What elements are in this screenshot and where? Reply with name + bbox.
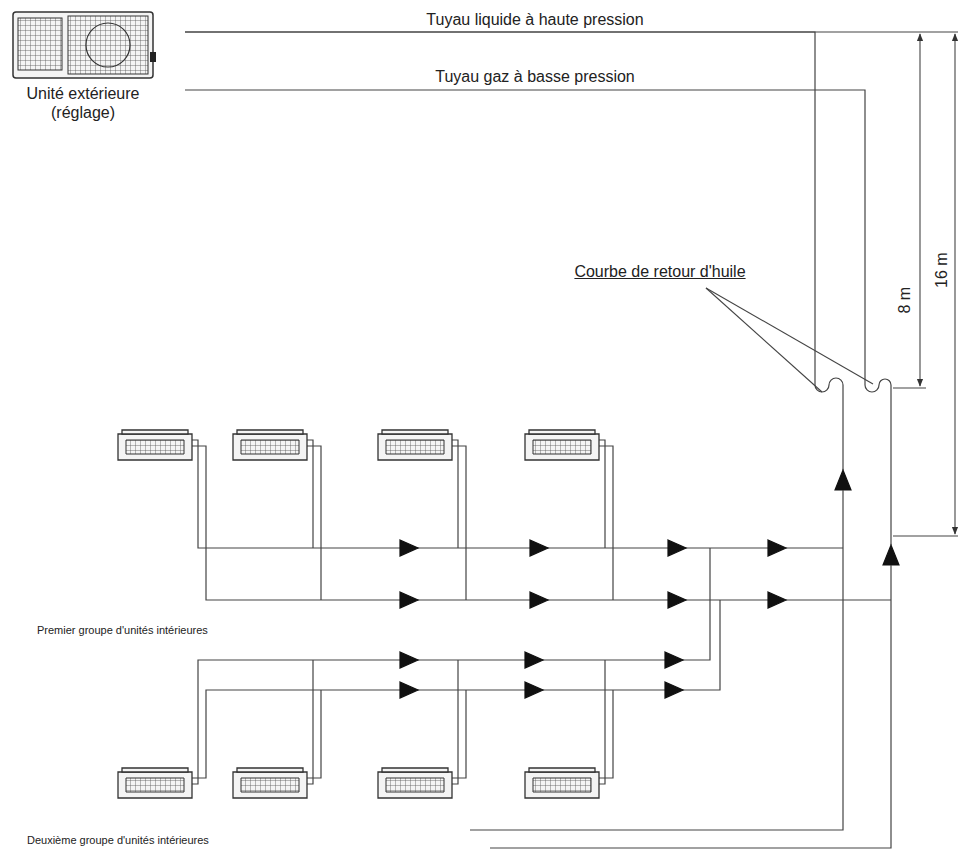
branch-joint: [400, 682, 418, 698]
indoor-unit-body: [118, 434, 192, 460]
indoor-unit-grille: [241, 778, 299, 792]
pipe: [786, 599, 891, 600]
dimension: 16 m: [933, 250, 951, 290]
indoor-unit-body: [122, 430, 188, 434]
pipe: [192, 446, 400, 600]
branch-joint: [768, 540, 786, 556]
branch-joint: [835, 470, 851, 490]
pipe: [400, 547, 780, 548]
pipe: [599, 690, 613, 778]
indoor-unit-body: [378, 434, 452, 460]
indoor-unit-body: [382, 430, 448, 434]
pipe: [786, 547, 843, 548]
pipe: [307, 446, 321, 600]
pipe: [400, 600, 720, 690]
indoor-unit: [118, 768, 192, 798]
indoor-unit-grille: [126, 778, 184, 792]
indoor-unit-body: [529, 430, 595, 434]
pipe: [452, 660, 458, 784]
branch-joint: [668, 540, 686, 556]
indoor-unit: [378, 430, 452, 460]
branch-joint: [530, 592, 548, 608]
group-label: Premier groupe d'unités intérieures: [35, 624, 210, 637]
pipe: [192, 690, 400, 778]
pipe: [400, 599, 780, 600]
indoor-unit-grille: [533, 778, 591, 792]
pipe: [452, 440, 458, 548]
pipe: [185, 32, 843, 470]
pipe: [185, 90, 891, 545]
indoor-unit-body: [233, 772, 307, 798]
dimension: 8 m: [896, 285, 914, 316]
indoor-unit: [378, 768, 452, 798]
branch-joint: [668, 592, 686, 608]
indoor-unit: [525, 430, 599, 460]
outdoor-unit: [13, 12, 156, 78]
branch-joint: [883, 545, 899, 565]
branch-joint: [400, 540, 418, 556]
pipe: [307, 690, 321, 778]
pipe: [307, 440, 313, 548]
indoor-unit-body: [529, 768, 595, 772]
pipe-label: Tuyau gaz à basse pression: [433, 68, 637, 86]
indoor-unit-body: [378, 772, 452, 798]
pipe: [400, 548, 710, 660]
unit-caption-box: Unité extérieure (réglage): [8, 84, 158, 122]
indoor-unit-body: [382, 768, 448, 772]
indoor-unit-body: [233, 434, 307, 460]
pipe: [599, 660, 605, 784]
branch-joint: [665, 682, 683, 698]
indoor-units: [118, 430, 599, 798]
indoor-unit: [118, 430, 192, 460]
branch-joint: [665, 652, 683, 668]
indoor-unit: [233, 768, 307, 798]
pipe: [599, 446, 613, 600]
indoor-unit-grille: [241, 440, 299, 454]
branch-joint: [530, 540, 548, 556]
indoor-unit: [233, 430, 307, 460]
indoor-unit-grille: [386, 440, 444, 454]
indoor-unit-grille: [386, 778, 444, 792]
indoor-unit-grille: [126, 440, 184, 454]
branch-joint: [768, 592, 786, 608]
indoor-unit-body: [237, 430, 303, 434]
indoor-unit-grille: [533, 440, 591, 454]
unit-name: Unité extérieure (réglage): [8, 84, 158, 122]
indoor-unit-body: [525, 434, 599, 460]
indoor-unit-body: [118, 772, 192, 798]
branch-joint: [525, 682, 543, 698]
refrigerant-pipes: [185, 32, 899, 848]
indoor-unit-body: [525, 772, 599, 798]
pipe: [452, 690, 466, 778]
branch-joint: [400, 592, 418, 608]
indoor-unit-body: [237, 768, 303, 772]
pipe: [307, 660, 313, 784]
indoor-unit: [525, 768, 599, 798]
pipe: [452, 446, 466, 600]
dimension-lines: [185, 32, 958, 536]
callout-label: Courbe de retour d'huile: [572, 263, 747, 281]
branch-joint: [400, 652, 418, 668]
pipe: [490, 565, 891, 848]
branch-joint: [525, 652, 543, 668]
pipe: [192, 660, 400, 784]
pipe-label: Tuyau liquide à haute pression: [424, 11, 645, 29]
pipe: [599, 440, 605, 548]
group-label: Deuxième groupe d'unités intérieures: [25, 834, 211, 847]
indoor-unit-body: [122, 768, 188, 772]
